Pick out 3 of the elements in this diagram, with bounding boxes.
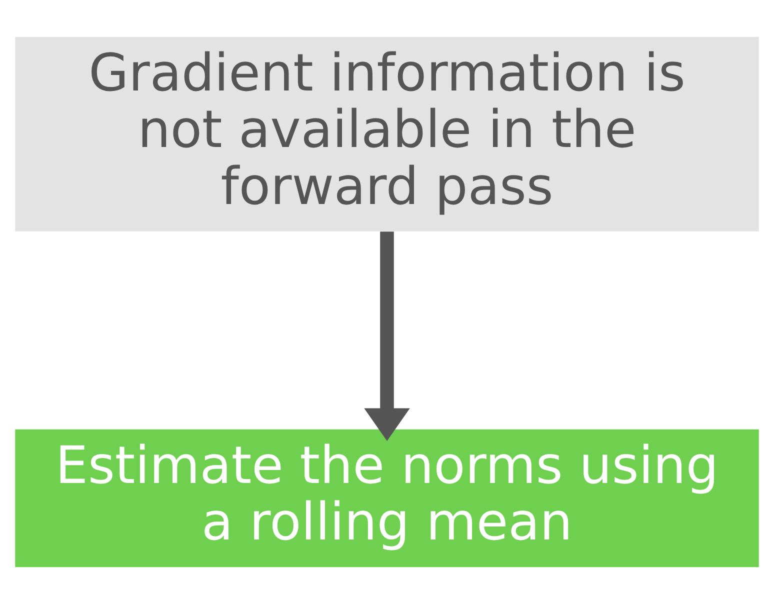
arrow bbox=[364, 231, 410, 440]
node-box: Gradient information is not available in the forward pass bbox=[15, 36, 759, 231]
node-box: Estimate the norms using a rolling mean bbox=[15, 428, 759, 567]
